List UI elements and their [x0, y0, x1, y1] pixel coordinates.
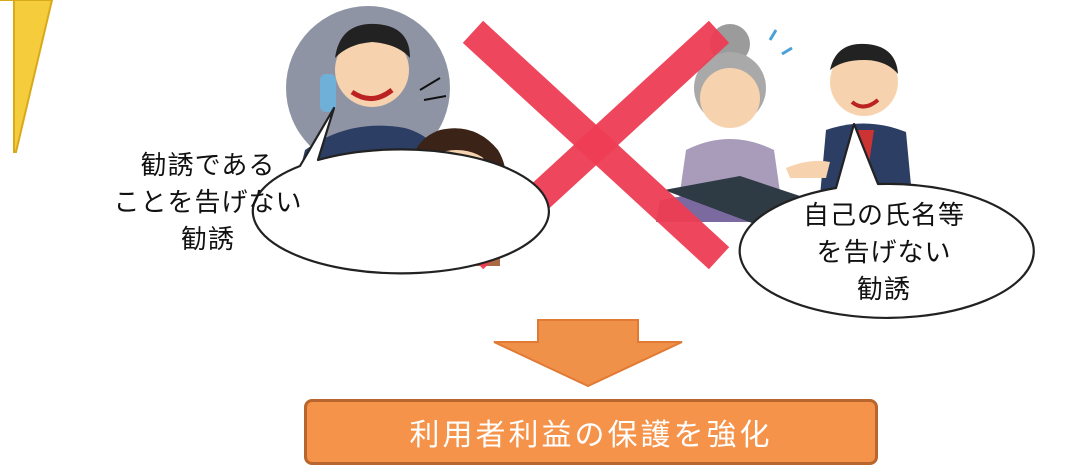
right-speech-bubble-shape — [738, 122, 1035, 319]
right-bubble-line-1: 自己の氏名等 — [802, 201, 965, 231]
left-speech-bubble-shape — [251, 106, 550, 275]
right-bubble-line-3: 勧誘 — [856, 275, 911, 305]
left-bubble-line-1: 勧誘である — [140, 151, 276, 181]
right-bubble-text: 自己の氏名等 を告げない 勧誘 — [772, 198, 996, 309]
result-label: 利用者利益の保護を強化 — [409, 418, 773, 453]
left-bubble-line-3: 勧誘 — [180, 225, 235, 255]
orange-down-arrow-icon — [493, 319, 683, 388]
right-bubble-line-2: を告げない — [816, 238, 952, 268]
yellow-callout-shape — [0, 0, 54, 153]
left-bubble-text: 勧誘である ことを告げない 勧誘 — [92, 148, 324, 259]
left-bubble-line-2: ことを告げない — [113, 188, 303, 218]
result-box: 利用者利益の保護を強化 — [304, 399, 878, 465]
